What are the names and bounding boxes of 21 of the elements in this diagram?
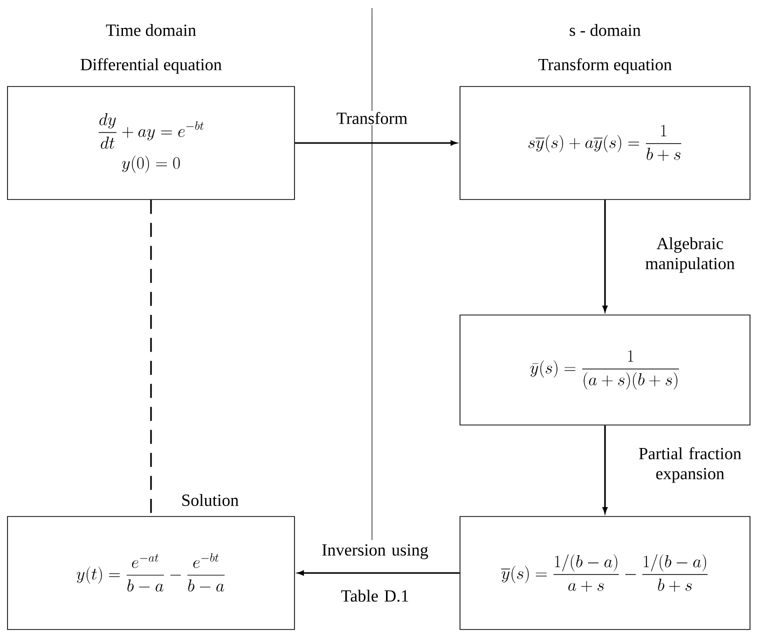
equation-box	[460, 516, 750, 630]
box-heading: Transform equation	[538, 58, 672, 74]
column-heading: s - domain	[570, 24, 641, 36]
arrow	[602, 200, 608, 312]
box-heading: Differential equation	[80, 58, 222, 74]
column-heading: Time domain	[106, 24, 196, 36]
equation: $\overline{y}(s) = \frac{1/(b-a)}{a+s} - \frac{1/(b-a)}{b+s}$	[501, 554, 708, 592]
arrow	[602, 425, 608, 514]
equation: $s\overline{y}(s) + a\overline{y}(s) = \frac{1}{b+s}$	[528, 124, 682, 161]
equation-box	[460, 314, 750, 426]
arrow	[298, 570, 460, 576]
equation: $y(t) = \frac{e^{-at}}{b-a} - \frac{e^{-bt}}{b-a}$	[76, 553, 225, 592]
edge-label: Inversion using Table D.1	[322, 544, 428, 602]
equation: $\bar{y}(s) = \frac{1}{(a+s)(b+s)}$	[530, 350, 679, 390]
edge-label: Transform	[335, 110, 409, 126]
edge-label: Algebraic manipulation	[646, 237, 735, 273]
equation: $y(0) = 0$	[122, 156, 180, 173]
edge-label: Partial fraction expansion	[639, 447, 742, 483]
arrow	[294, 140, 457, 146]
equation: $\frac{dy}{dt} + ay = e^{-bt}$	[98, 113, 204, 149]
box-heading: Solution	[182, 494, 239, 506]
